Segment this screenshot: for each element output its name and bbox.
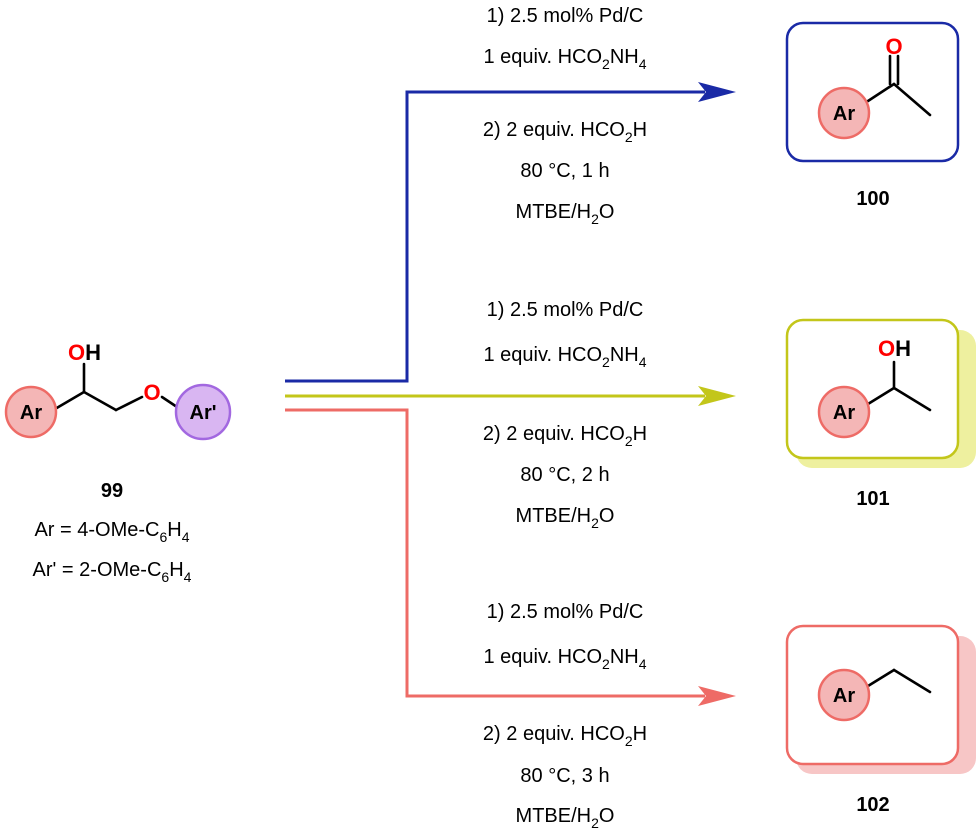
- hydroxyl-h: H: [85, 340, 101, 365]
- product-102: Ar 102: [785, 624, 976, 816]
- product-100-frame: [785, 21, 960, 163]
- bond-100-ar-c: [866, 82, 896, 103]
- arrowhead-route-1: [698, 82, 736, 102]
- product-100-ar-label: Ar: [833, 103, 855, 125]
- route2-step2-temperature: 80 °C, 2 h: [520, 464, 609, 486]
- arrowhead-route-3: [698, 686, 736, 706]
- ar-ring: [4, 385, 58, 439]
- bond-102-c-me: [892, 668, 932, 694]
- compound-label-99: 99: [101, 480, 123, 502]
- route2-step2-reagent: 2) 2 equiv. HCO2H: [483, 423, 647, 449]
- bond-101-c-me: [892, 386, 932, 412]
- product-101-frame: [785, 318, 960, 460]
- route-arrows: [285, 82, 736, 706]
- product-101-ar-ring: [817, 385, 871, 439]
- product-102-ar-label: Ar: [833, 685, 855, 707]
- route3-step2-reagent: 2) 2 equiv. HCO2H: [483, 723, 647, 749]
- product-101-hydroxyl: OH: [878, 336, 911, 361]
- route1-step1-reagent: 1 equiv. HCO2NH4: [483, 46, 646, 72]
- route2-step2-solvent: MTBE/H2O: [516, 505, 615, 531]
- product-101-ar-label: Ar: [833, 402, 855, 424]
- product-101: Ar OH 101: [785, 318, 976, 510]
- compound-label-101: 101: [856, 488, 889, 510]
- ar2-ring-label: Ar': [190, 402, 217, 424]
- route1-step2-temperature: 80 °C, 1 h: [520, 160, 609, 182]
- ar2-definition: Ar' = 2-OMe-C6H4: [33, 559, 192, 585]
- product-100-oxygen: O: [885, 34, 902, 59]
- arrowhead-route-2: [698, 386, 736, 406]
- ar-definition: Ar = 4-OMe-C6H4: [34, 519, 189, 545]
- bond-ar-c1: [53, 390, 86, 411]
- starting-material-99: Ar Ar' OH O 99 Ar = 4-OMe-C6H4 Ar' = 2-O…: [4, 340, 232, 585]
- route3-step1-catalyst: 1) 2.5 mol% Pd/C: [487, 601, 644, 623]
- hydroxyl-o: O: [68, 340, 85, 365]
- compound-label-102: 102: [856, 794, 889, 816]
- arrow-route-1: [285, 90, 705, 383]
- conditions-route-1: 1) 2.5 mol% Pd/C 1 equiv. HCO2NH4 2) 2 e…: [483, 5, 647, 227]
- route3-step2-temperature: 80 °C, 3 h: [520, 765, 609, 787]
- arrow-route-3: [285, 408, 705, 698]
- bond-100-c-me: [892, 82, 932, 117]
- bond-c1-c2: [82, 390, 118, 412]
- product-100: Ar O 100: [785, 21, 960, 210]
- route1-step1-catalyst: 1) 2.5 mol% Pd/C: [487, 5, 644, 27]
- conditions-route-2: 1) 2.5 mol% Pd/C 1 equiv. HCO2NH4 2) 2 e…: [483, 299, 647, 531]
- hydroxyl-group: OH: [68, 340, 101, 365]
- route1-step2-reagent: 2) 2 equiv. HCO2H: [483, 119, 647, 145]
- ar-ring-label: Ar: [20, 402, 42, 424]
- ether-oxygen: O: [143, 380, 160, 405]
- product-100-ar-ring: [817, 86, 871, 140]
- conditions-route-3: 1) 2.5 mol% Pd/C 1 equiv. HCO2NH4 2) 2 e…: [483, 601, 647, 831]
- compound-label-100: 100: [856, 188, 889, 210]
- route1-step2-solvent: MTBE/H2O: [516, 201, 615, 227]
- route3-step2-solvent: MTBE/H2O: [516, 805, 615, 831]
- bond-102-ar-c: [866, 668, 896, 688]
- route2-step1-catalyst: 1) 2.5 mol% Pd/C: [487, 299, 644, 321]
- ar2-ring: [174, 383, 232, 441]
- bond-c2-o: [114, 395, 144, 412]
- bond-101-ar-c: [866, 386, 896, 406]
- route2-step1-reagent: 1 equiv. HCO2NH4: [483, 344, 646, 370]
- product-102-ar-ring: [817, 668, 871, 722]
- route3-step1-reagent: 1 equiv. HCO2NH4: [483, 646, 646, 672]
- product-102-frame: [785, 624, 960, 766]
